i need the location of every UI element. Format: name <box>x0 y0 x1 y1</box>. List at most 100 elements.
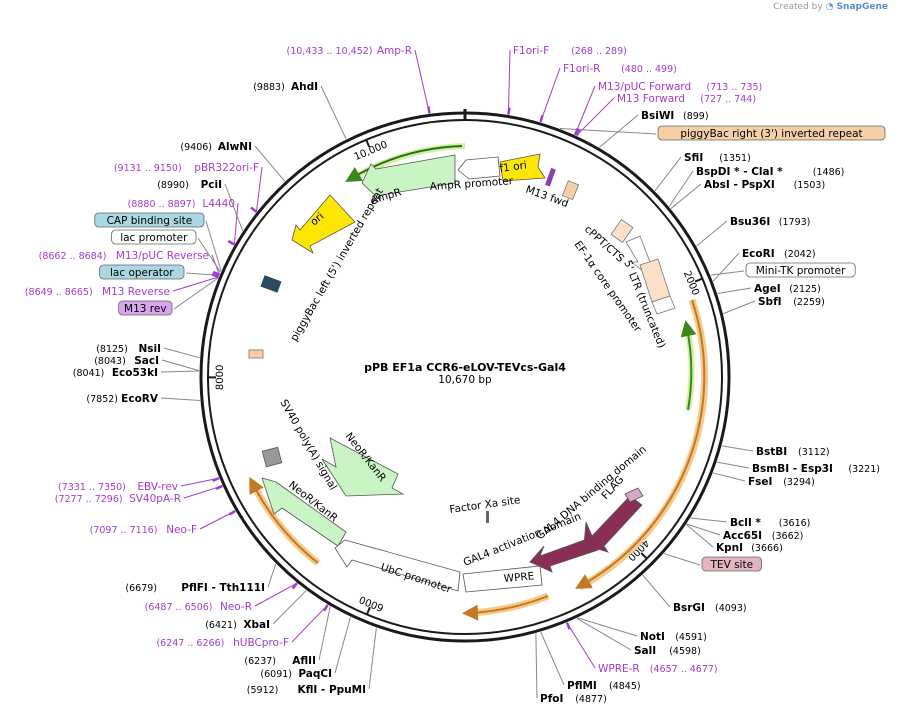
sv40-shape <box>261 446 283 468</box>
site-kfli: KflI - PpuMI(5912) <box>247 684 366 696</box>
site-coord: (3294) <box>783 477 815 488</box>
site-coord: (6421) <box>205 620 237 631</box>
primer-name: M13 Forward <box>617 93 685 105</box>
site-leader <box>368 627 377 690</box>
site-leader <box>535 633 538 699</box>
site-sali: SalI (4598) <box>634 645 701 657</box>
primer-hubcpro-f: hUBCpro-F(6247 .. 6266) <box>156 604 329 649</box>
primer-coord: (480 .. 499) <box>621 64 677 75</box>
plasmid-title: pPB EF1a CCR6-eLOV-TEVcs-Gal4 10,670 bp <box>364 361 566 386</box>
primer-leader <box>233 202 239 245</box>
primer-leader <box>254 582 298 607</box>
site-coord: (4093) <box>715 603 747 614</box>
wpre-shape <box>462 565 543 593</box>
box-leader <box>710 270 745 276</box>
site-coord: (1793) <box>779 217 811 228</box>
site-name: AlwNI <box>218 141 252 153</box>
primer-coord: (727 .. 744) <box>700 94 756 105</box>
factor-xa-shape <box>486 511 489 523</box>
primer-mark <box>215 484 223 490</box>
tick-label: 8000 <box>215 365 226 390</box>
boxed-label: piggyBac right (3') inverted repeat <box>680 128 862 140</box>
site-ecori: EcoRI(2042) <box>742 248 816 260</box>
primer-f1ori-r: F1ori-R(480 .. 499) <box>539 63 677 123</box>
site-ecorv: EcoRV(7852) <box>86 393 158 405</box>
site-coord: (4591) <box>675 632 707 643</box>
primer-m13puc-fwd: M13/pUC Forward(713 .. 735) <box>573 81 762 136</box>
primer-coord: (268 .. 289) <box>571 46 627 57</box>
orf-arrow-bottom <box>462 595 549 621</box>
site-coord: (899) <box>683 111 709 122</box>
site-name: PflFI - Tth111I <box>181 582 265 594</box>
tick-mark <box>365 606 371 615</box>
boxed-lac-operator: lac operator <box>99 264 185 280</box>
site-leader <box>163 347 200 359</box>
site-ahdi: AhdI(9883) <box>253 81 318 93</box>
site-fsei: FseI(3294) <box>748 476 815 488</box>
site-leader <box>716 461 750 469</box>
primer-leader <box>172 276 219 292</box>
primer-ampr-primer: Amp-R(10,433 .. 10,452) <box>287 45 431 114</box>
sv40-label: SV40 poly(A) signal <box>277 398 339 493</box>
ubc-arrow <box>334 539 461 592</box>
credit-brand: SnapGene <box>836 2 888 12</box>
site-aflii: AflII(6237) <box>244 655 316 667</box>
site-coord: (4598) <box>669 646 701 657</box>
site-absi: AbsI - PspXI(1503) <box>704 179 825 191</box>
site-name: SalI <box>634 645 656 657</box>
site-bsu36i: Bsu36I(1793) <box>730 216 810 228</box>
boxed-cap-binding: CAP binding site <box>94 212 205 228</box>
site-leader <box>686 523 721 536</box>
site-coord: (1486) <box>813 167 845 178</box>
site-labels: AhdI(9883)AlwNI(9406)PciI(8990)NsiI(8125… <box>25 45 886 705</box>
site-eco53ki: Eco53kI(8041) <box>73 367 158 379</box>
snapgene-logo: ◔ <box>825 2 837 12</box>
site-sfii: SfiI(1351) <box>684 152 751 164</box>
tick-mark <box>365 139 371 148</box>
primer-name: F1ori-F <box>513 45 549 57</box>
lac-cluster-shape <box>260 275 282 293</box>
site-leader <box>668 170 694 207</box>
site-coord: (9406) <box>180 142 212 153</box>
neor-lower-arrow <box>261 477 347 547</box>
site-pfoi: PfoI(4877) <box>540 693 607 705</box>
primer-mark <box>427 106 431 114</box>
site-name: SacI <box>134 355 159 367</box>
piggybac-right-shape <box>561 180 580 201</box>
site-name: XbaI <box>243 619 270 631</box>
site-name: BsrGI <box>673 602 705 614</box>
wpre-label: WPRE <box>503 570 535 585</box>
mini-tk-shape <box>651 295 676 315</box>
boxed-m13-rev-box: M13 rev <box>118 300 173 316</box>
primer-sv40pa-r: SV40pA-R(7277 .. 7296) <box>55 484 223 505</box>
primer-coord: (7097 .. 7116) <box>90 525 158 536</box>
site-name: AgeI <box>754 283 781 295</box>
boxed-label: Mini-TK promoter <box>756 265 846 277</box>
site-coord: (1351) <box>719 153 751 164</box>
primer-coord: (6487 .. 6506) <box>145 602 213 613</box>
primer-coord: (9131 .. 9150) <box>114 163 182 174</box>
site-coord: (2125) <box>789 284 821 295</box>
primer-l4440: L4440(8880 .. 8897) <box>128 198 235 246</box>
box-leader <box>663 553 701 566</box>
orf-arrow-left <box>249 476 319 564</box>
site-coord: (6679) <box>125 583 157 594</box>
site-name: Acc65I <box>723 530 762 542</box>
site-name: BsiWI <box>641 110 674 122</box>
m13-fwd-mark <box>545 167 556 187</box>
site-coord: (8041) <box>73 368 105 379</box>
primer-name: L4440 <box>202 198 235 210</box>
primer-leader <box>414 49 430 114</box>
site-coord: (4845) <box>609 681 641 692</box>
site-coord: (6091) <box>260 669 292 680</box>
site-leader <box>540 631 565 686</box>
site-bcli: BclI *(3616) <box>730 517 810 529</box>
primer-f1ori-f: F1ori-F (268 .. 289) <box>507 45 627 115</box>
site-leader <box>717 287 752 294</box>
primer-mark <box>227 239 235 246</box>
box-leader <box>197 237 221 273</box>
ampr-promoter-arrow <box>457 156 501 180</box>
primer-name: M13 Reverse <box>102 286 170 298</box>
orf-arrow-right <box>575 299 706 589</box>
